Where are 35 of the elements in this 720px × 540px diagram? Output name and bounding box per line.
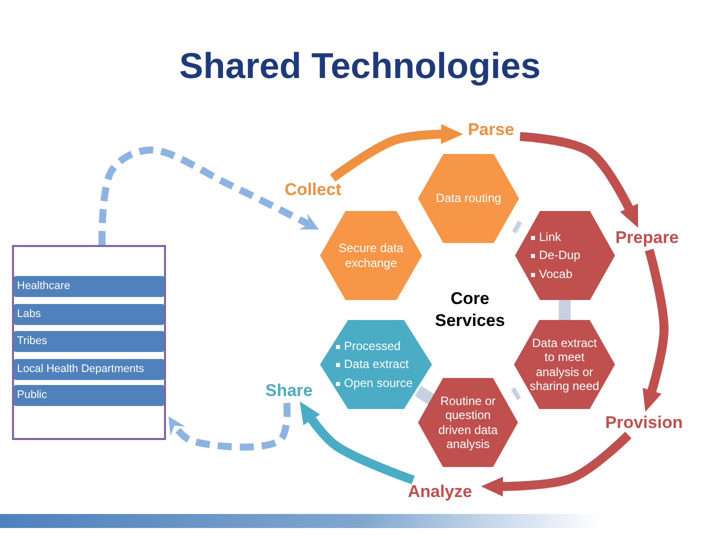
hexagon-text: Data routing	[436, 191, 502, 206]
stage-label: Parse	[468, 120, 514, 140]
hexagon-text: Data extract	[326, 357, 409, 372]
hexagon-text: Data extract to meet analysis or sharing need	[528, 336, 600, 394]
curved-arrow	[642, 248, 668, 412]
hexagon-text: Secure data exchange	[338, 241, 404, 270]
category-bar: Tribes	[14, 331, 164, 352]
stage-label: Provision	[605, 413, 683, 433]
curved-arrow	[300, 401, 415, 484]
stage-label: Prepare	[615, 228, 679, 248]
stage-label: Collect	[284, 180, 342, 200]
stage-label: Share	[265, 381, 313, 401]
category-bar: Labs	[14, 304, 164, 325]
title: Shared Technologies	[179, 45, 541, 86]
connector-band	[512, 220, 522, 234]
hexagon-text: Vocab	[521, 266, 572, 282]
dashed-arrow	[98, 146, 319, 246]
dashed-arrow	[168, 402, 291, 451]
category-bar: Healthcare	[14, 276, 164, 297]
center-label: Core Services	[434, 288, 506, 332]
category-bar: Public	[14, 385, 164, 406]
hexagon-text: De-Dup	[521, 248, 580, 263]
hexagon-text: Processed	[326, 338, 401, 354]
category-bar: Local Health Departments	[14, 359, 164, 380]
connector-band	[558, 300, 571, 320]
stage-label: Analyze	[408, 482, 472, 502]
hexagon-text: Open source	[326, 376, 413, 390]
curved-arrow	[520, 132, 638, 228]
curved-arrow	[480, 432, 632, 496]
group-frame	[12, 245, 166, 440]
hexagon-text: Link	[521, 230, 562, 244]
connector-band	[414, 386, 436, 405]
curved-arrow	[330, 124, 464, 182]
hexagon-text: Routine or question driven data analysis	[437, 394, 499, 452]
connector-band	[510, 387, 522, 400]
